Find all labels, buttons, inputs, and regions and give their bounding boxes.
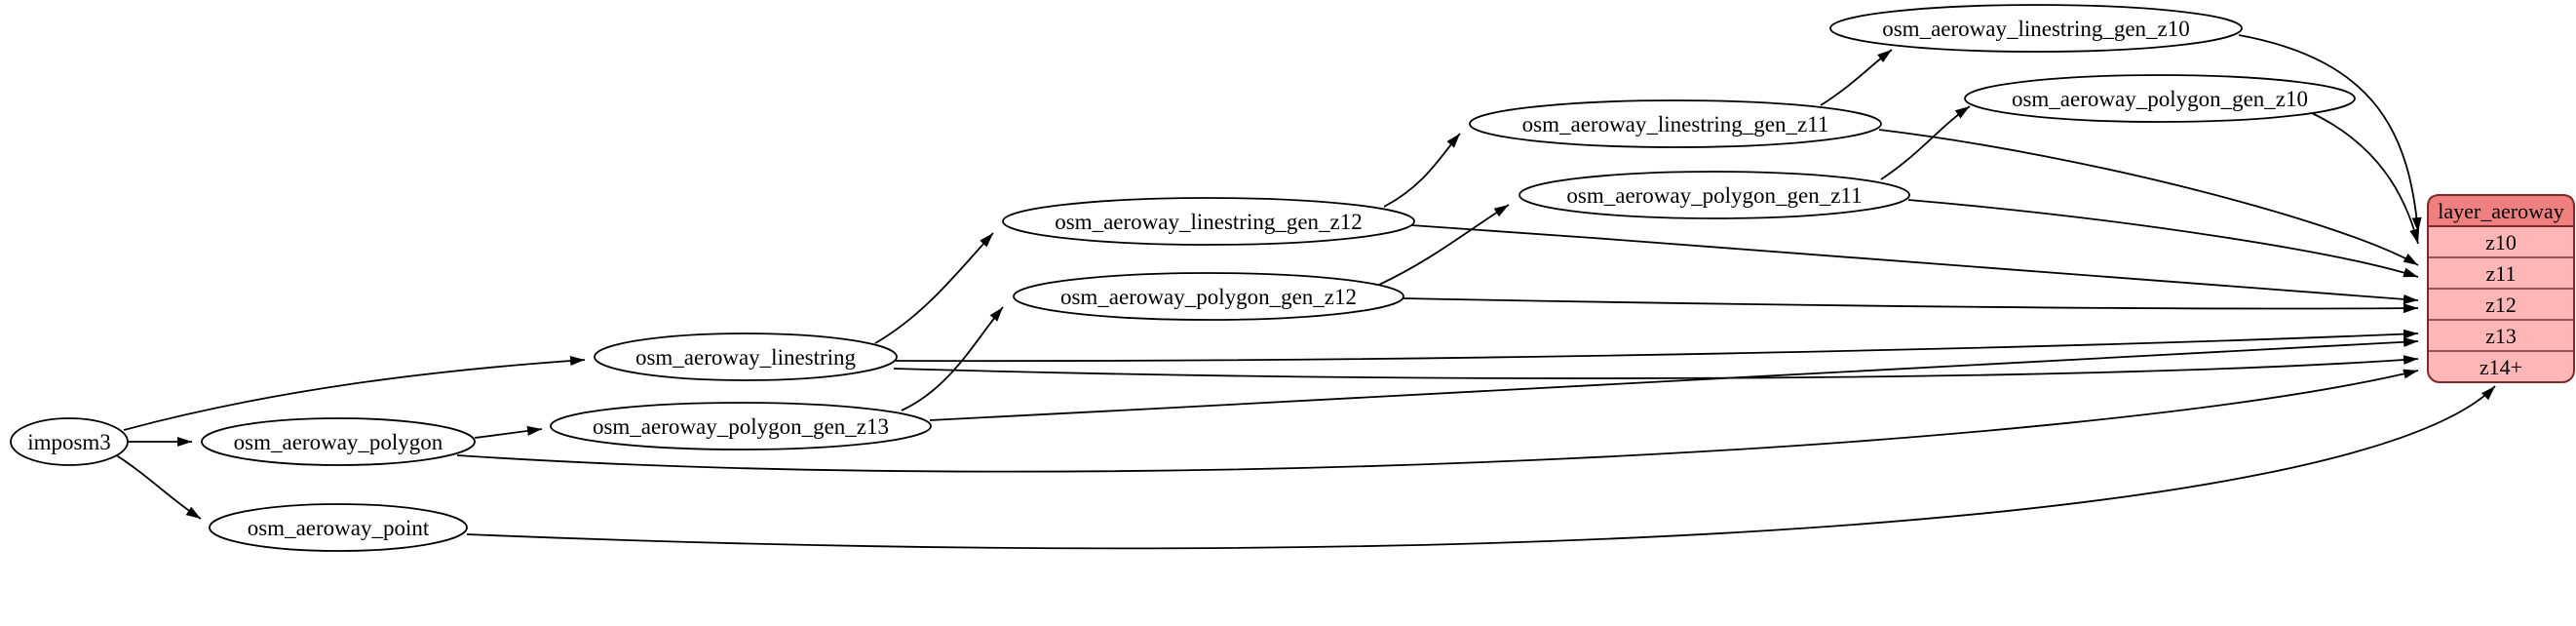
edge-osm_aeroway_linestring-to-layer_aeroway-z14plus — [893, 355, 2419, 379]
node-osm_aeroway_polygon-shape — [201, 417, 476, 466]
layer-row-z11: z11 — [2486, 261, 2517, 286]
edge-osm_aeroway_polygon_gen_z10-to-layer_aeroway-z10 — [2309, 111, 2420, 245]
layer-record-title: layer_aeroway — [2438, 199, 2563, 223]
node-osm_aeroway_point-label: osm_aeroway_point — [248, 516, 430, 540]
node-osm_aeroway_polygon-label: osm_aeroway_polygon — [234, 430, 443, 454]
node-osm_aeroway_polygon_gen_z10-shape — [1964, 74, 2356, 123]
node-osm_aeroway_linestring_gen_z10-label: osm_aeroway_linestring_gen_z10 — [1882, 17, 2190, 41]
edge-imposm3-to-osm_aeroway_point — [114, 453, 202, 520]
node-osm_aeroway_polygon_gen_z12: osm_aeroway_polygon_gen_z12 — [1013, 272, 1404, 321]
node-osm_aeroway_polygon_gen_z11-label: osm_aeroway_polygon_gen_z11 — [1566, 183, 1862, 208]
node-osm_aeroway_point-shape — [209, 503, 468, 552]
node-osm_aeroway_linestring_gen_z11-label: osm_aeroway_linestring_gen_z11 — [1522, 112, 1829, 137]
node-osm_aeroway_polygon_gen_z11-shape — [1519, 171, 1910, 219]
node-osm_aeroway_linestring: osm_aeroway_linestring — [594, 333, 898, 381]
node-imposm3: imposm3 — [10, 417, 129, 466]
node-osm_aeroway_polygon_gen_z13-shape — [550, 402, 932, 450]
layer-row-z12: z12 — [2485, 293, 2517, 317]
node-osm_aeroway_polygon_gen_z10: osm_aeroway_polygon_gen_z10 — [1964, 74, 2356, 123]
layer-row-z13: z13 — [2485, 324, 2517, 348]
edge-osm_aeroway_polygon_gen_z13-to-osm_aeroway_polygon_gen_z12 — [901, 306, 1004, 411]
edge-osm_aeroway_linestring_gen_z11-to-layer_aeroway-z11 — [1878, 129, 2419, 266]
edge-osm_aeroway_linestring-to-osm_aeroway_linestring_gen_z12 — [874, 232, 994, 344]
node-osm_aeroway_polygon: osm_aeroway_polygon — [201, 417, 476, 466]
node-osm_aeroway_linestring_gen_z12: osm_aeroway_linestring_gen_z12 — [1002, 197, 1415, 246]
node-osm_aeroway_linestring_gen_z12-label: osm_aeroway_linestring_gen_z12 — [1055, 210, 1363, 234]
edge-osm_aeroway_point-to-layer_aeroway-z14plus — [466, 385, 2496, 550]
node-osm_aeroway_polygon_gen_z13-label: osm_aeroway_polygon_gen_z13 — [593, 414, 889, 439]
node-osm_aeroway_polygon_gen_z11: osm_aeroway_polygon_gen_z11 — [1519, 171, 1910, 219]
node-osm_aeroway_polygon_gen_z13: osm_aeroway_polygon_gen_z13 — [550, 402, 932, 450]
node-osm_aeroway_linestring_gen_z10-shape — [1829, 4, 2243, 53]
layer-row-z10: z10 — [2485, 230, 2517, 254]
node-osm_aeroway_linestring_gen_z12-shape — [1002, 197, 1415, 246]
node-osm_aeroway_linestring_gen_z10: osm_aeroway_linestring_gen_z10 — [1829, 4, 2243, 53]
edge-imposm3-to-osm_aeroway_linestring — [123, 356, 586, 431]
edge-osm_aeroway_linestring_gen_z10-to-layer_aeroway-z10 — [2238, 34, 2422, 233]
layer-record: layer_aeroway z10 z11 z12 z13 z14+ — [2427, 194, 2575, 383]
edge-osm_aeroway_polygon-to-osm_aeroway_polygon_gen_z13 — [474, 425, 543, 439]
node-osm_aeroway_point: osm_aeroway_point — [209, 503, 468, 552]
node-osm_aeroway_polygon_gen_z12-shape — [1013, 272, 1404, 321]
node-osm_aeroway_polygon_gen_z12-label: osm_aeroway_polygon_gen_z12 — [1060, 285, 1357, 309]
edge-osm_aeroway_linestring-to-layer_aeroway-z13 — [895, 329, 2419, 363]
edge-osm_aeroway_linestring_gen_z11-to-osm_aeroway_linestring_gen_z10 — [1820, 49, 1893, 106]
node-imposm3-shape — [10, 417, 129, 466]
edge-osm_aeroway_polygon_gen_z12-to-layer_aeroway-z12 — [1403, 297, 2419, 314]
edge-osm_aeroway_linestring_gen_z12-to-osm_aeroway_linestring_gen_z11 — [1383, 133, 1461, 208]
edge-osm_aeroway_polygon_gen_z11-to-osm_aeroway_polygon_gen_z10 — [1880, 105, 1971, 180]
node-imposm3-label: imposm3 — [27, 430, 111, 454]
node-osm_aeroway_linestring-label: osm_aeroway_linestring — [635, 345, 857, 370]
layer-row-z14plus: z14+ — [2480, 355, 2522, 379]
layer-record-header — [2427, 194, 2575, 227]
edge-osm_aeroway_linestring_gen_z12-to-layer_aeroway-z12 — [1410, 224, 2419, 304]
edge-osm_aeroway_polygon_gen_z11-to-layer_aeroway-z11 — [1907, 199, 2419, 278]
edge-osm_aeroway_polygon_gen_z12-to-osm_aeroway_polygon_gen_z11 — [1378, 204, 1510, 286]
node-osm_aeroway_linestring_gen_z11-shape — [1469, 99, 1882, 148]
edge-osm_aeroway_polygon-to-layer_aeroway-z14plus — [456, 369, 2419, 473]
node-osm_aeroway_polygon_gen_z10-label: osm_aeroway_polygon_gen_z10 — [2012, 87, 2308, 111]
node-osm_aeroway_linestring_gen_z11: osm_aeroway_linestring_gen_z11 — [1469, 99, 1882, 148]
node-osm_aeroway_linestring-shape — [594, 333, 898, 381]
